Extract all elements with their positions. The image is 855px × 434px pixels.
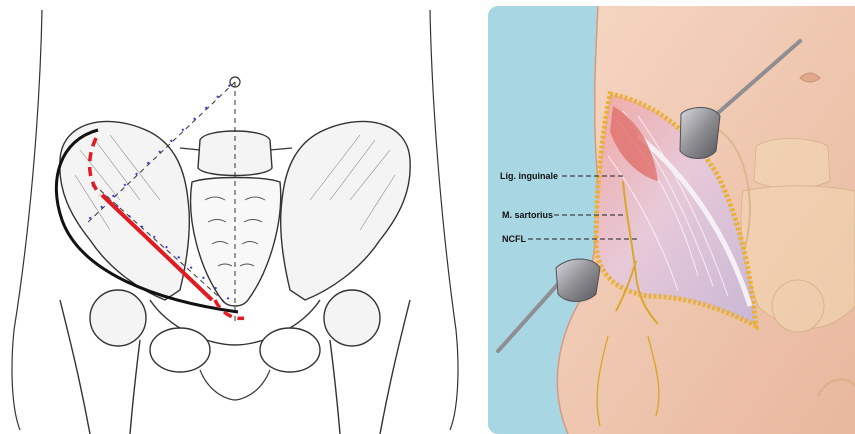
pelvis-schematic	[0, 0, 470, 434]
label-ncfl-text: NCFL	[502, 234, 526, 244]
label-lig-inguinale-text: Lig. inguinale	[500, 171, 558, 181]
right-iliac-wing	[281, 121, 411, 300]
surgical-illustration-svg: Lig. inguinale M. sartorius NCFL	[488, 6, 855, 434]
left-iliac-wing	[60, 121, 190, 300]
right-obturator-foramen	[260, 328, 320, 372]
right-femoral-head	[324, 290, 380, 346]
torso-outline-left	[12, 10, 42, 430]
pelvis-schematic-svg	[0, 0, 470, 434]
sacrum	[191, 178, 281, 307]
surgical-illustration: Lig. inguinale M. sartorius NCFL	[488, 6, 855, 434]
left-obturator-foramen	[150, 328, 210, 372]
left-femoral-head	[90, 290, 146, 346]
torso-outline-right	[430, 10, 458, 430]
label-m-sartorius-text: M. sartorius	[502, 210, 553, 220]
